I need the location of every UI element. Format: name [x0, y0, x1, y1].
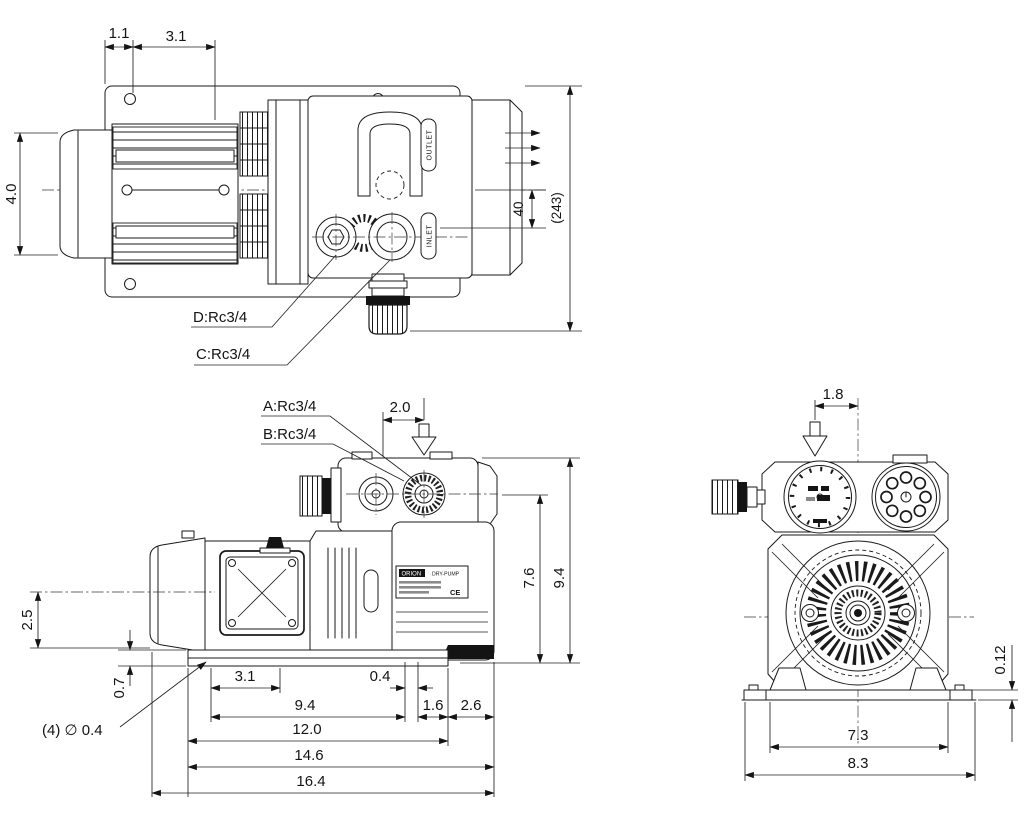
pump-head-top: OUTLET INLET [307, 95, 523, 279]
dim-widths-end: 7.3 8.3 [744, 702, 976, 781]
nameplate: ORION DRY-PUMP CE [395, 565, 469, 599]
dim-0-4: 0.4 [370, 668, 391, 685]
dim-40: 40 [511, 201, 526, 216]
nameplate-ce-mark: CE [450, 588, 460, 597]
dim-overall-depth: (243) [410, 85, 582, 332]
dim-7-3: 7.3 [848, 727, 869, 744]
muffler-stacks [239, 99, 309, 285]
gauge-face [783, 460, 857, 534]
dim-16-4: 16.4 [296, 773, 325, 790]
port-c-label: C:Rc3/4 [196, 346, 250, 363]
dim-gauge-offset: 1.8 [802, 386, 859, 457]
outlet-embossed-label: OUTLET [427, 129, 434, 160]
dim-12-0: 12.0 [292, 721, 321, 738]
dim-8-3: 8.3 [848, 755, 869, 772]
dim-inlet-offset: 40 [440, 189, 546, 229]
dim-1-6: 1.6 [423, 697, 444, 714]
dim-2-5: 2.5 [19, 610, 36, 631]
ported-disc [871, 462, 941, 532]
mounting-feet [741, 667, 977, 701]
inlet-embossed-label: INLET [427, 225, 434, 248]
mount-hole-note: (4) ∅ 0.4 [42, 661, 207, 739]
nameplate-brand: ORION [402, 572, 422, 578]
top-view: OUTLET INLET 1.1 3.1 4.0 40 [3, 25, 582, 366]
dim-7-6: 7.6 [521, 568, 538, 589]
motor-side [149, 530, 311, 653]
dim-port-offset-side: 2.0 [382, 398, 425, 456]
port-d-label: D:Rc3/4 [193, 309, 247, 326]
dim-foot-thickness: 0.12 [952, 645, 1018, 742]
fin-section [309, 530, 393, 652]
dim-base-height: 0.7 [111, 630, 186, 698]
port-b-label: B:Rc3/4 [263, 426, 316, 443]
pump-head-side: ORION DRY-PUMP CE [391, 521, 495, 661]
pump-body-end [767, 534, 949, 691]
motor-top [59, 123, 239, 265]
dim-0-7: 0.7 [111, 678, 128, 699]
base-plate-side [187, 649, 449, 667]
end-view: 1.8 7.3 8.3 0.12 [711, 386, 1018, 781]
nameplate-series: DRY-PUMP [432, 572, 460, 578]
dim-9-4: 9.4 [551, 568, 568, 589]
inlet-flow-arrow [411, 423, 437, 456]
dim-243: (243) [549, 192, 564, 224]
dim-3-1-bottom: 3.1 [235, 668, 256, 685]
port-labels-side: A:Rc3/4 B:Rc3/4 [261, 398, 422, 486]
inlet-manifold [299, 451, 498, 533]
dim-4-0: 4.0 [3, 184, 20, 205]
dim-2-6: 2.6 [461, 697, 482, 714]
port-labels-top: D:Rc3/4 C:Rc3/4 [191, 254, 391, 366]
dim-3-1: 3.1 [166, 28, 187, 45]
inlet-flow-arrow-end [802, 435, 828, 457]
oil-cap [259, 537, 291, 554]
side-view: 2.0 A:Rc3/4 B:Rc3/4 OR [19, 398, 580, 797]
port-a-label: A:Rc3/4 [263, 398, 316, 415]
manifold-end [711, 454, 949, 534]
dim-1-1: 1.1 [109, 25, 130, 42]
dim-2-0: 2.0 [390, 399, 411, 416]
drain-knob [366, 273, 410, 335]
dim-0-12: 0.12 [992, 645, 1009, 674]
dim-14-6: 14.6 [294, 747, 323, 764]
dim-top-offsets: 1.1 3.1 [104, 25, 216, 120]
exhaust-flow-arrows [505, 129, 541, 167]
mount-hole-note-text: (4) ∅ 0.4 [42, 722, 103, 739]
dim-motor-height: 4.0 [3, 132, 58, 256]
dim-heights-side: 7.6 9.4 [460, 457, 580, 664]
dim-1-8: 1.8 [823, 386, 844, 403]
dim-chain-bottom: 3.1 0.4 9.4 1.6 2.6 12.0 14.6 16.4 [151, 652, 495, 797]
dim-9-4-length: 9.4 [295, 697, 316, 714]
